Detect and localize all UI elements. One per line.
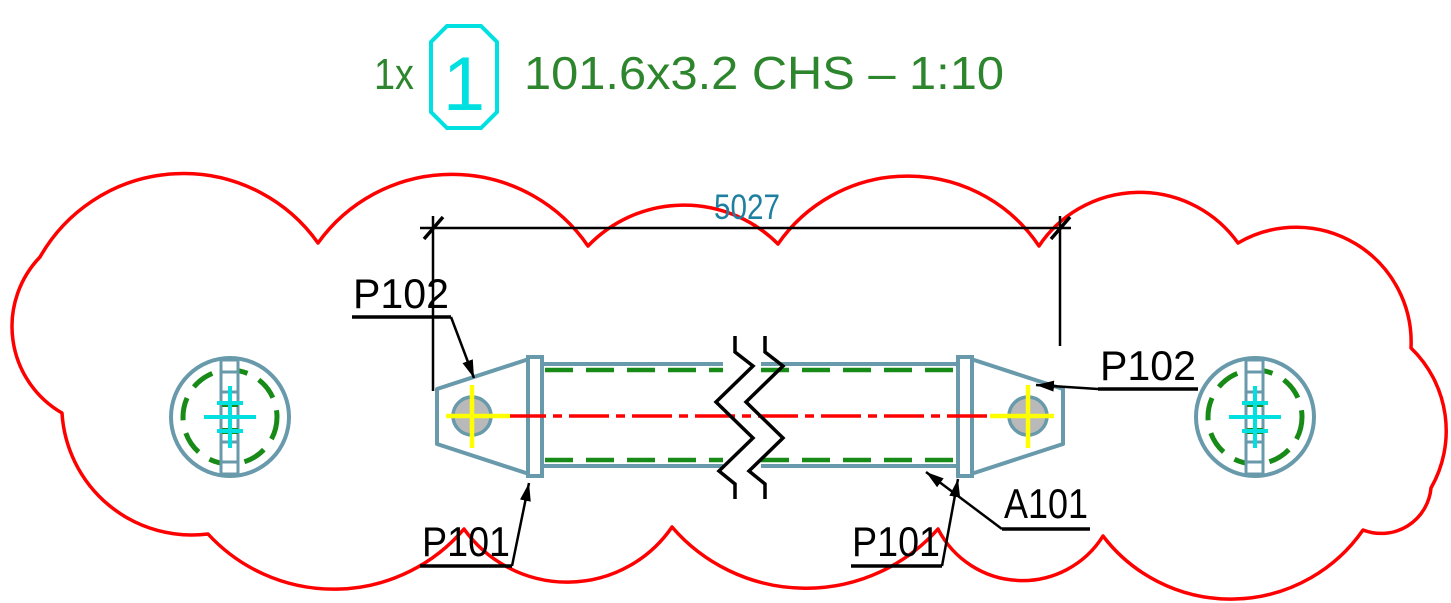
dimension-overall-length[interactable]: 5027	[420, 188, 1072, 391]
tube-outer-walls[interactable]	[542, 362, 958, 468]
profile-description: 101.6x3.2 CHS – 1:10	[524, 47, 1004, 99]
hole-center-mark-right	[990, 385, 1054, 448]
label-text[interactable]: P101	[422, 518, 510, 565]
chs-outer-circle-right	[1194, 356, 1316, 478]
mark-octagon-frame	[429, 24, 499, 130]
label-text[interactable]: P102	[1100, 342, 1196, 389]
dimension-tick-right	[1049, 215, 1072, 241]
break-lines	[713, 336, 786, 499]
tube-assembly[interactable]	[435, 336, 1065, 499]
label-p102-left[interactable]: P102	[352, 270, 476, 379]
label-p101-right[interactable]: P101	[851, 478, 961, 568]
label-text[interactable]: P101	[852, 518, 940, 565]
chs-outer-circle-left	[169, 356, 291, 478]
break-line-left	[713, 336, 756, 499]
label-p101-left[interactable]: P101	[420, 482, 531, 568]
part-mark-symbol[interactable]: 1	[429, 24, 499, 130]
leader-line	[510, 482, 531, 567]
leader-line	[925, 471, 1003, 530]
label-p102-right[interactable]: P102	[1035, 342, 1198, 392]
center-mark-right	[1229, 386, 1281, 448]
leader-line	[1035, 380, 1099, 392]
end-view-right[interactable]	[1194, 356, 1316, 478]
leader-line	[449, 316, 476, 379]
tube-inner-walls-hidden	[545, 367, 955, 463]
label-text[interactable]: A101	[1004, 480, 1088, 527]
revision-cloud[interactable]	[10, 171, 1448, 601]
break-line-right	[743, 336, 786, 499]
dimension-tick-left	[422, 215, 445, 241]
dimension-value: 5027	[714, 188, 780, 227]
center-mark-left	[204, 386, 256, 448]
view-title[interactable]: 1x 1 101.6x3.2 CHS – 1:10	[374, 24, 1004, 130]
end-view-left[interactable]	[169, 356, 291, 478]
label-a101[interactable]: A101	[925, 471, 1090, 531]
hole-center-mark-left	[446, 385, 510, 448]
part-quantity-label: 1x	[374, 50, 414, 99]
mark-number: 1	[443, 42, 485, 127]
label-text[interactable]: P102	[353, 270, 449, 317]
